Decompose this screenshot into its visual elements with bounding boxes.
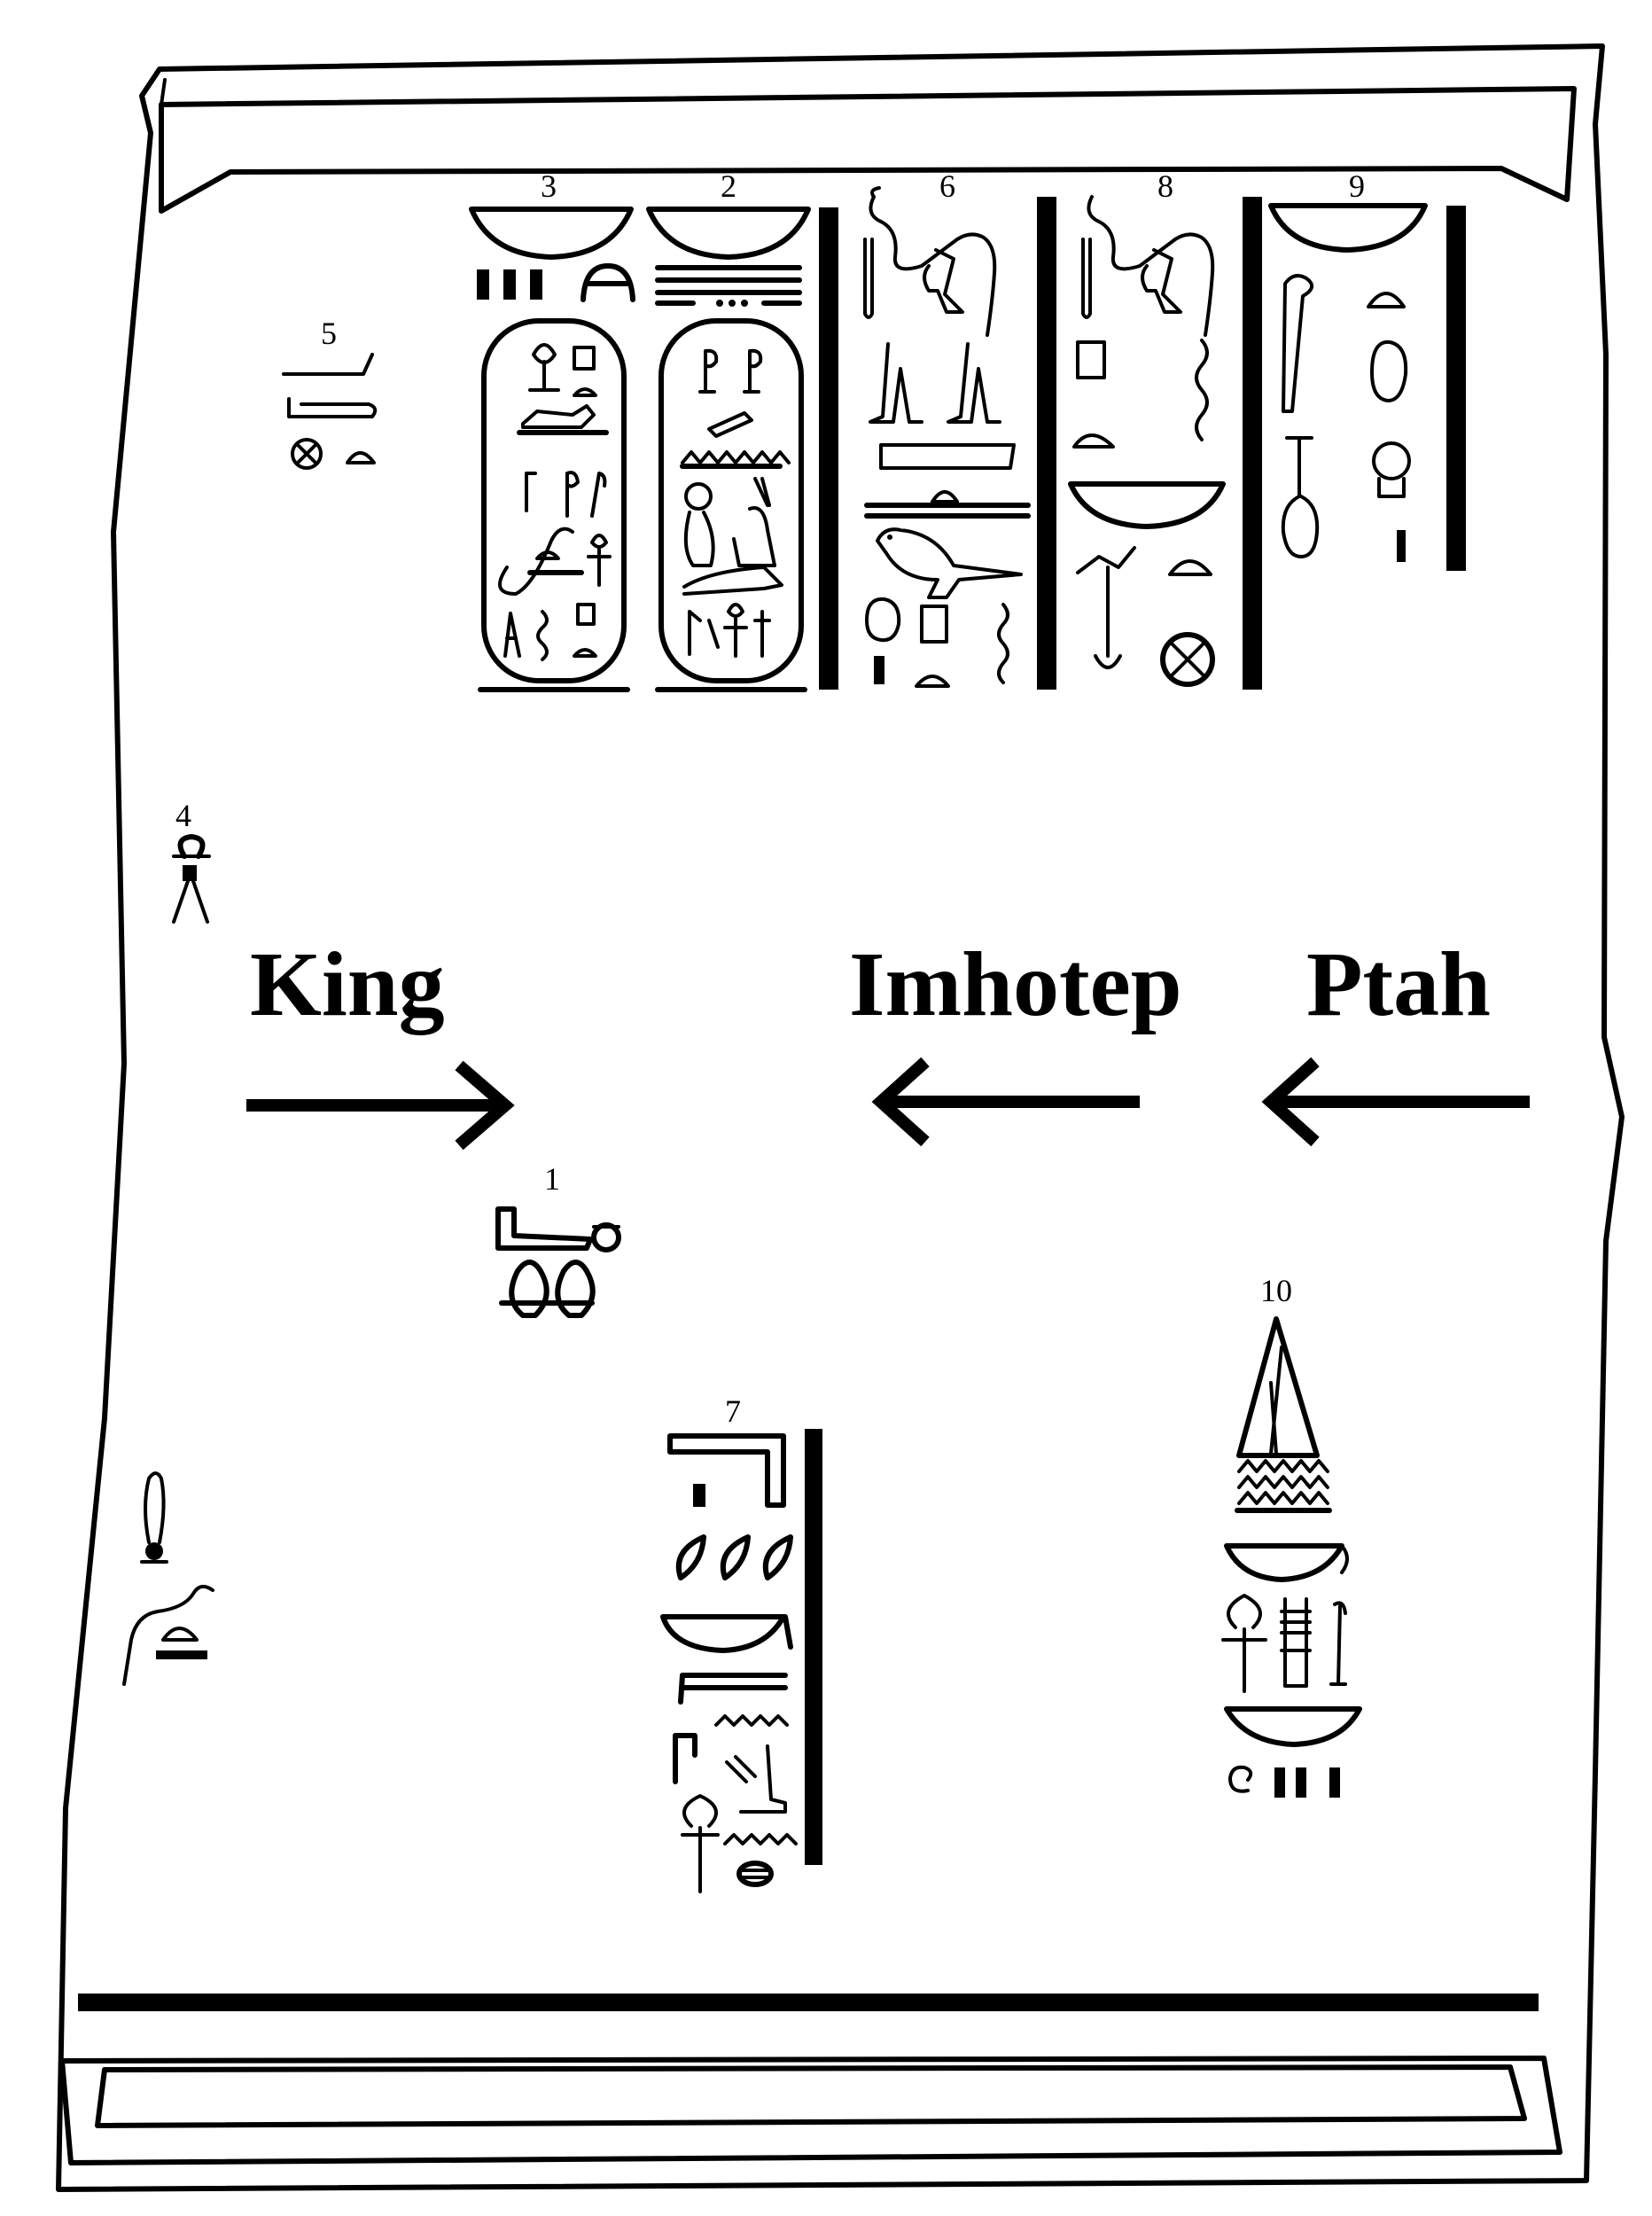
label-1: 1	[544, 1161, 560, 1197]
label-6: 6	[939, 168, 955, 204]
label-8: 8	[1157, 168, 1173, 204]
hieroglyph-column-6	[819, 186, 1031, 690]
hieroglyph-column-10	[1221, 1316, 1362, 1798]
hieroglyph-column-7	[660, 1429, 822, 1893]
label-9: 9	[1349, 168, 1365, 204]
hieroglyph-column-9	[1243, 197, 1466, 690]
cartouche-2	[658, 318, 804, 683]
label-4: 4	[175, 798, 191, 833]
ground-line	[78, 1994, 1539, 2011]
arrow-king-right	[246, 1060, 515, 1151]
hieroglyph-caption-4	[172, 834, 211, 924]
label-5: 5	[321, 316, 337, 351]
hieroglyph-caption-5	[282, 353, 378, 470]
label-king: King	[250, 933, 445, 1035]
label-7: 7	[725, 1393, 741, 1429]
label-10: 10	[1260, 1273, 1292, 1308]
arrow-ptah-left	[1261, 1057, 1530, 1147]
stela-outline	[56, 43, 1625, 2192]
label-ptah: Ptah	[1306, 933, 1491, 1035]
hieroglyph-column-8	[1037, 195, 1226, 690]
label-3: 3	[541, 168, 557, 204]
label-2: 2	[721, 168, 736, 204]
hieroglyph-column-3	[469, 207, 635, 692]
cartouche-3	[481, 318, 627, 683]
hieroglyph-caption-1	[495, 1206, 621, 1318]
label-imhotep: Imhotep	[849, 933, 1182, 1035]
hieroglyph-column-2	[646, 207, 811, 692]
arrow-imhotep-left	[871, 1057, 1140, 1147]
hieroglyph-fragment-left	[122, 1471, 214, 1686]
